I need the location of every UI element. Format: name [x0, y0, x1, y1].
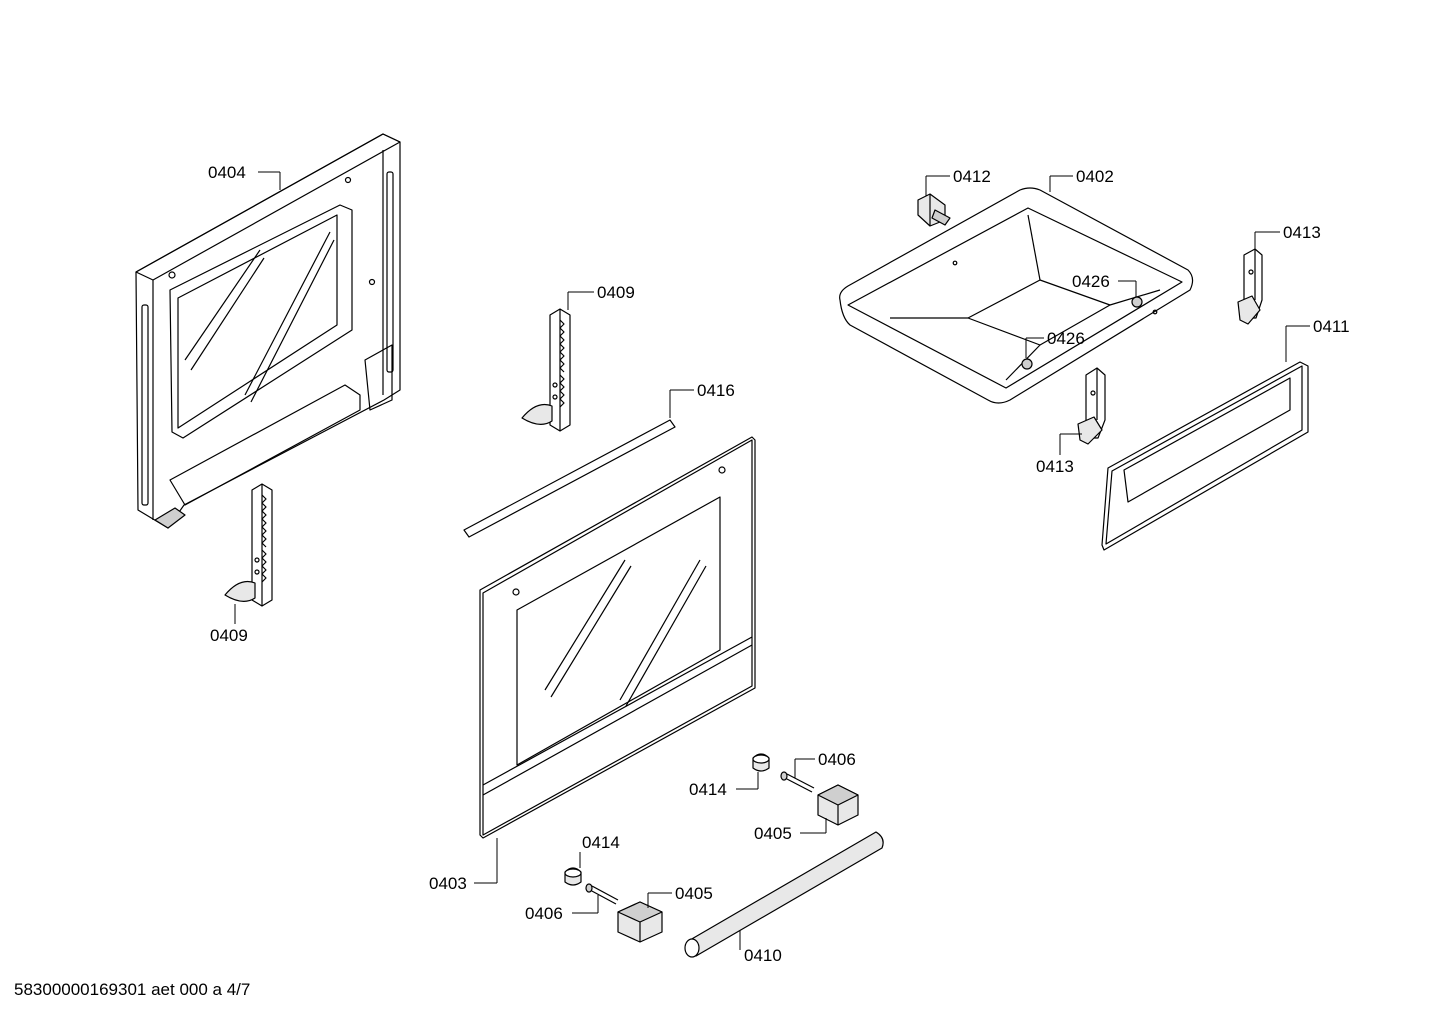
label-0409-left: 0409	[210, 626, 248, 645]
part-0414-spacer-upper[interactable]	[752, 753, 770, 772]
label-0406-lower: 0406	[525, 904, 563, 923]
label-0406-upper: 0406	[818, 750, 856, 769]
label-0412: 0412	[953, 167, 991, 186]
part-0411-drawer-front[interactable]	[1101, 361, 1309, 551]
label-0402: 0402	[1076, 167, 1114, 186]
part-0405-end-cap-upper[interactable]	[817, 784, 859, 826]
part-0409-hinge-middle[interactable]	[521, 308, 571, 432]
part-0409-hinge-left[interactable]	[224, 483, 273, 607]
part-0413-rail-upper[interactable]	[1237, 248, 1263, 325]
drawing-reference-number: 58300000169301 aet 000 a 4/7	[14, 980, 251, 999]
part-0414-spacer-lower[interactable]	[564, 867, 582, 886]
part-0412-clip[interactable]	[917, 193, 951, 227]
label-0426-lower: 0426	[1047, 329, 1085, 348]
part-0416-seal-strip[interactable]	[463, 419, 676, 538]
label-0411: 0411	[1313, 317, 1350, 336]
part-0405-end-cap-lower[interactable]	[617, 901, 663, 943]
part-0403-outer-door-glass[interactable]	[479, 436, 756, 839]
label-0426-upper: 0426	[1072, 272, 1110, 291]
label-0414-lower: 0414	[582, 833, 620, 852]
label-0416: 0416	[697, 381, 735, 400]
label-0403: 0403	[429, 874, 467, 893]
label-0405-upper: 0405	[754, 824, 792, 843]
label-0414-upper: 0414	[689, 780, 727, 799]
label-0409-middle: 0409	[597, 283, 635, 302]
label-0413-lower: 0413	[1036, 457, 1074, 476]
part-0410-door-handle[interactable]	[684, 831, 884, 958]
label-0413-upper: 0413	[1283, 223, 1321, 242]
label-0410: 0410	[744, 946, 782, 965]
part-0413-rail-lower[interactable]	[1077, 367, 1106, 445]
label-0405-lower: 0405	[675, 884, 713, 903]
label-0404: 0404	[208, 163, 246, 182]
part-0404-inner-door-frame[interactable]	[135, 133, 401, 529]
part-0406-screw-upper[interactable]	[780, 771, 815, 793]
part-0402-baking-tray[interactable]	[839, 187, 1194, 404]
part-0406-screw-lower[interactable]	[585, 883, 619, 905]
